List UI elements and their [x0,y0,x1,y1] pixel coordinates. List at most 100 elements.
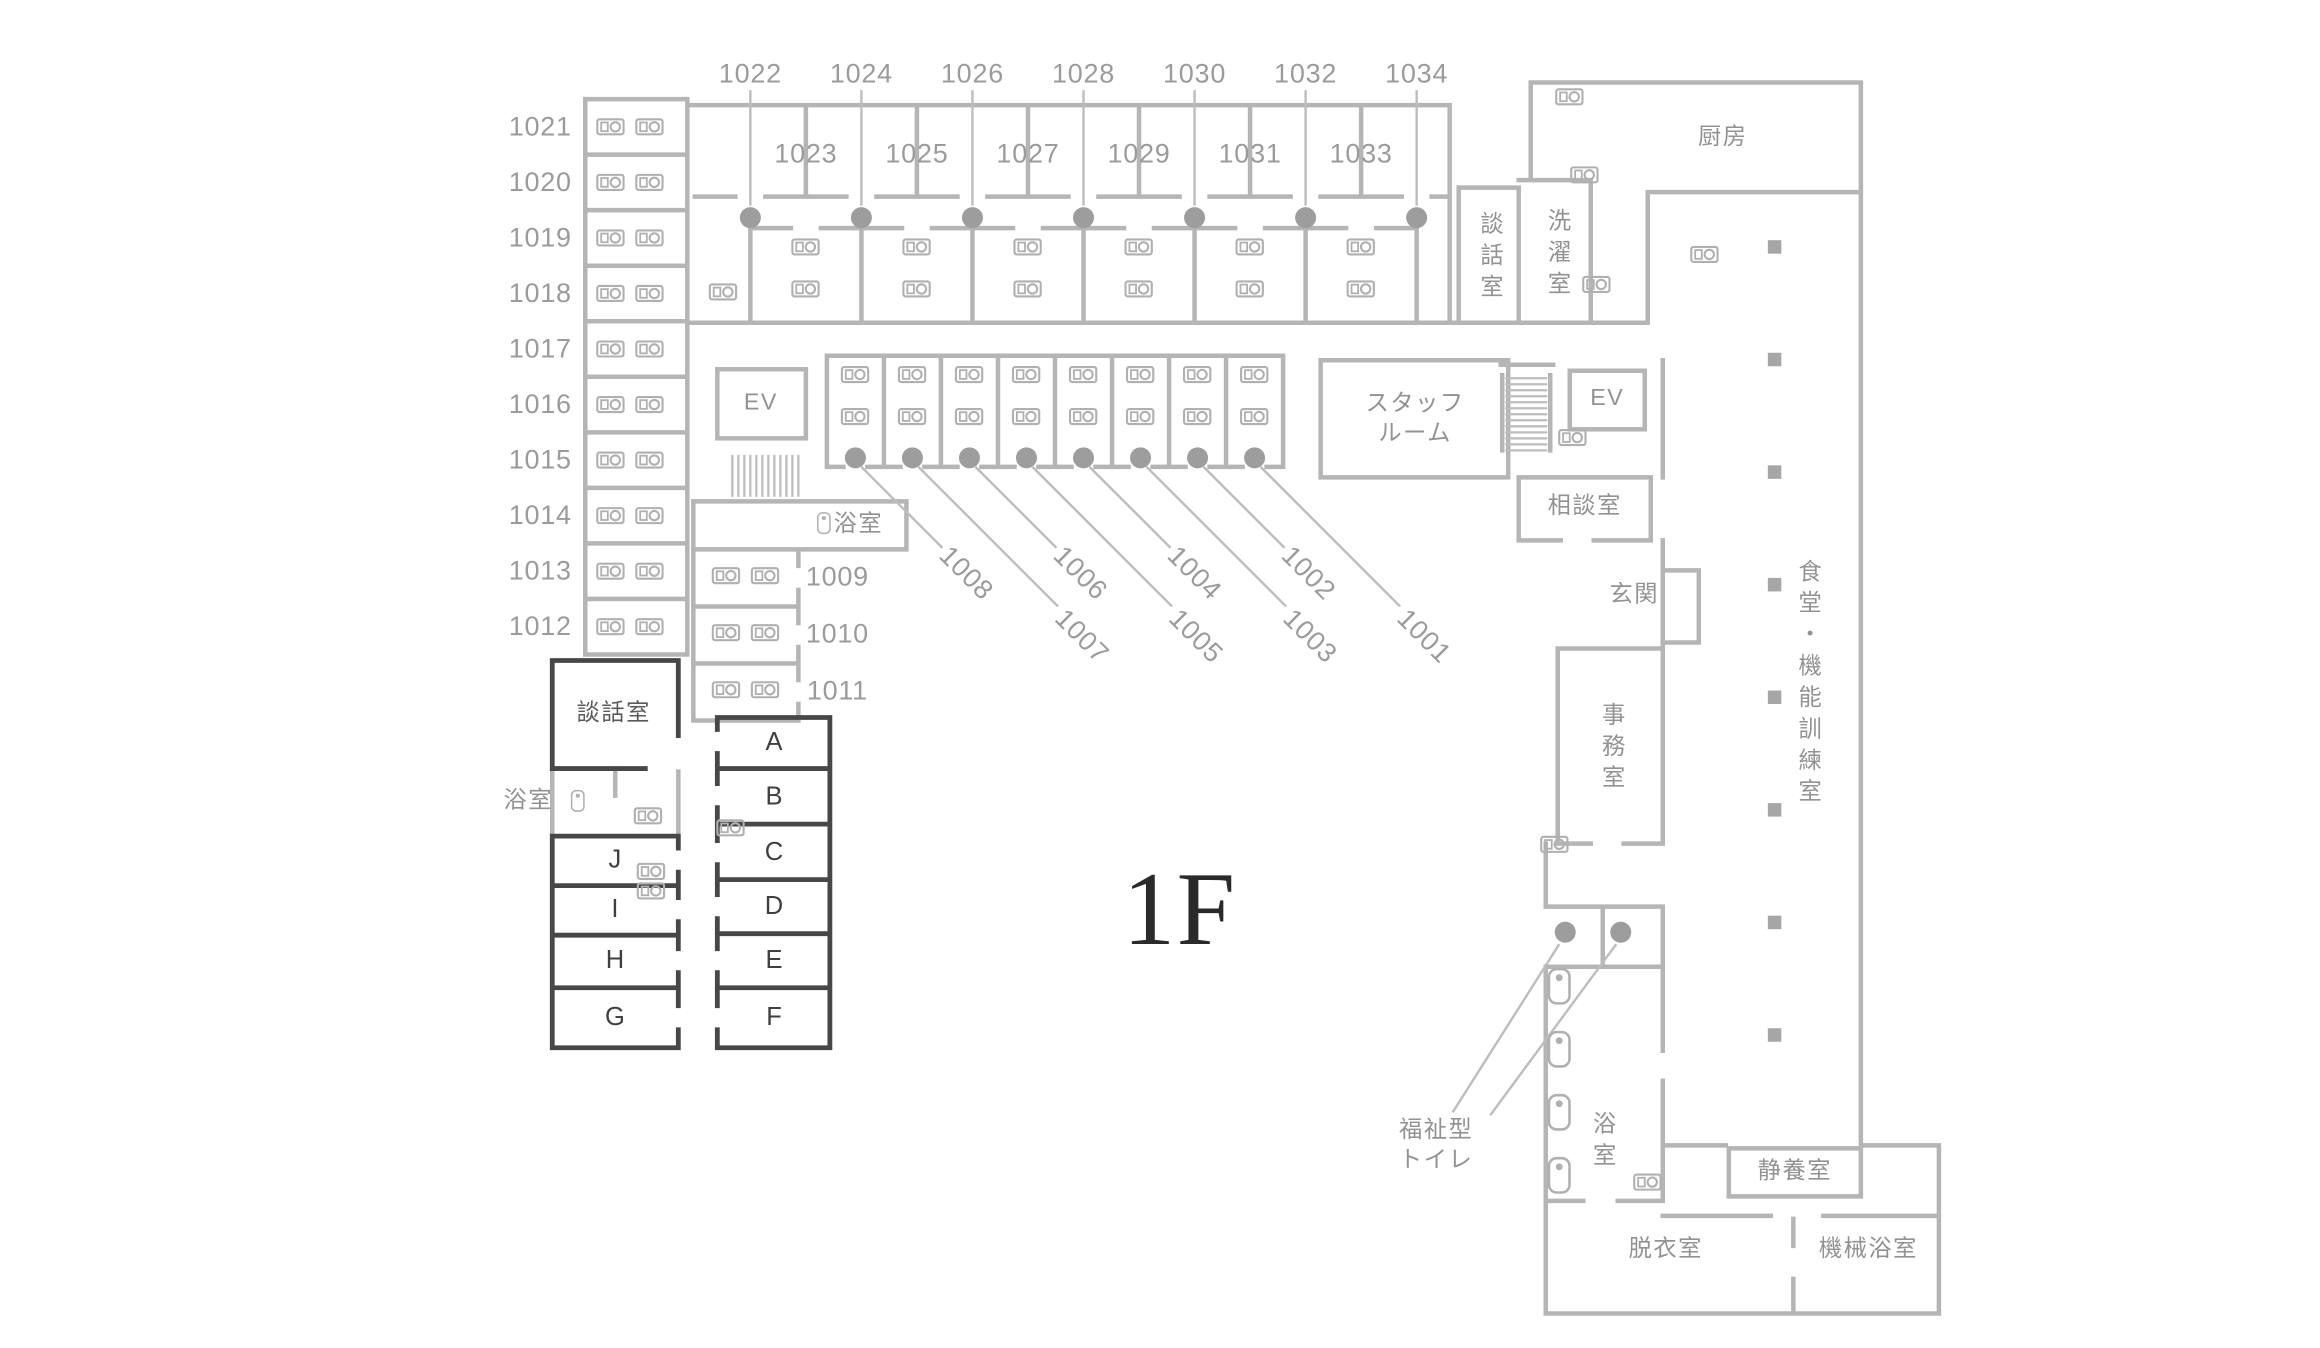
column-marker [1767,1028,1782,1042]
door-dot [1073,207,1095,229]
room-label-i: I [611,894,620,923]
door-dot [1184,207,1206,229]
bathtub-icon [1547,1156,1571,1194]
wall-bath-left [550,766,681,836]
leader-lines [749,90,1618,1117]
bath-mid-label: 浴室 [833,511,884,538]
leader-lines-diagonal-rooms [860,465,1402,608]
toilet-icon [1011,407,1041,426]
toilet-icon [635,395,664,414]
door-dot [961,207,983,229]
staff-room-label: スタッフ ルーム [1365,391,1465,448]
toilet-icon [954,407,984,426]
room-label-1031: 1031 [1218,138,1282,169]
toilet-icon [596,451,625,469]
bathtub-icon [570,789,585,812]
column-marker [1767,352,1782,367]
wall-lounge-left [549,658,681,771]
room-label-d: D [764,891,784,920]
room-label-1017: 1017 [508,333,572,364]
entrance-label: 玄関 [1609,582,1660,608]
toilet-icon [708,283,738,301]
toilet-icon [1125,407,1155,426]
door-dot [1073,447,1095,469]
room-label-1009: 1009 [805,561,869,592]
wall-letter-rooms-left [549,833,681,1051]
room-label-1013: 1013 [508,555,572,586]
wall-right-wing [1438,80,1942,1316]
bath-right-label: 浴室 [1589,1110,1616,1174]
office-label: 事務室 [1598,701,1625,797]
toilet-icon [635,340,664,358]
door-dot [1130,447,1152,469]
room-label-1026: 1026 [940,58,1005,89]
door-dot [958,447,980,469]
room-label-1019: 1019 [508,222,572,253]
elevator-left-label: EV [743,389,778,416]
toilet-icon [596,340,625,358]
toilet-icon [791,238,820,256]
wall-left-wing [583,96,690,657]
toilet-icon [596,229,625,247]
room-label-1020: 1020 [508,166,572,197]
room-label-f: F [766,1002,783,1031]
door-dot [1187,447,1209,469]
room-label-h: H [605,945,625,974]
welfare-toilet-label: 福祉型 トイレ [1399,1117,1474,1174]
staff-room-box [1318,358,1511,480]
room-label-1015: 1015 [508,444,572,475]
toilet-icon [635,562,664,580]
column-markers [1767,240,1782,1042]
column-marker [1767,803,1782,817]
toilet-icon [1013,280,1042,298]
toilet-icon [1124,280,1153,298]
toilet-icon [1235,280,1264,298]
toilet-icon [1558,429,1587,447]
elevator-right-label: EV [1590,385,1625,411]
toilet-icon [635,284,664,303]
toilet-icon [596,618,625,636]
toilet-icon [750,567,780,585]
toilet-icon [1582,275,1611,294]
stairs-right [1505,377,1548,452]
bathtub-icon [816,512,831,535]
toilet-icon [635,118,664,136]
toilet-icon [635,618,664,636]
room-label-1021: 1021 [508,111,572,142]
door-dot [850,207,872,229]
toilet-icon [1235,238,1264,256]
door-dot [1406,207,1428,229]
room-label-1011: 1011 [806,675,868,706]
toilet-icon [1690,245,1719,263]
laundry-label: 洗濯室 [1544,208,1571,303]
toilet-icon [897,407,927,426]
toilet-icon [596,284,625,303]
elevator-right-box [1567,368,1648,432]
toilet-icon [840,407,870,426]
room-label-1029: 1029 [1107,138,1171,169]
toilet-icon [1124,238,1153,256]
toilet-icon [750,681,780,699]
toilet-icon [1013,238,1042,256]
toilet-icon [636,862,666,880]
column-marker [1767,915,1782,930]
toilet-icon [1346,238,1375,256]
room-label-1018: 1018 [508,277,572,308]
toilet-icon [635,451,664,469]
room-label-g: G [604,1002,626,1031]
machine-bath-label: 機械浴室 [1818,1236,1918,1263]
door-dot [844,447,866,469]
lounge-left-label: 談話室 [576,700,651,727]
leader-lines-top-rooms [749,90,1418,206]
toilet-icon [711,567,741,585]
rest-room-box [1726,1146,1864,1199]
door-dots [739,207,1632,943]
rest-room-label: 静養室 [1757,1158,1832,1185]
room-label-1033: 1033 [1329,138,1393,169]
toilet-icon [1068,365,1098,384]
room-label-1012: 1012 [508,611,572,642]
room-label-1032: 1032 [1274,58,1338,89]
toilet-icon [1125,365,1155,384]
